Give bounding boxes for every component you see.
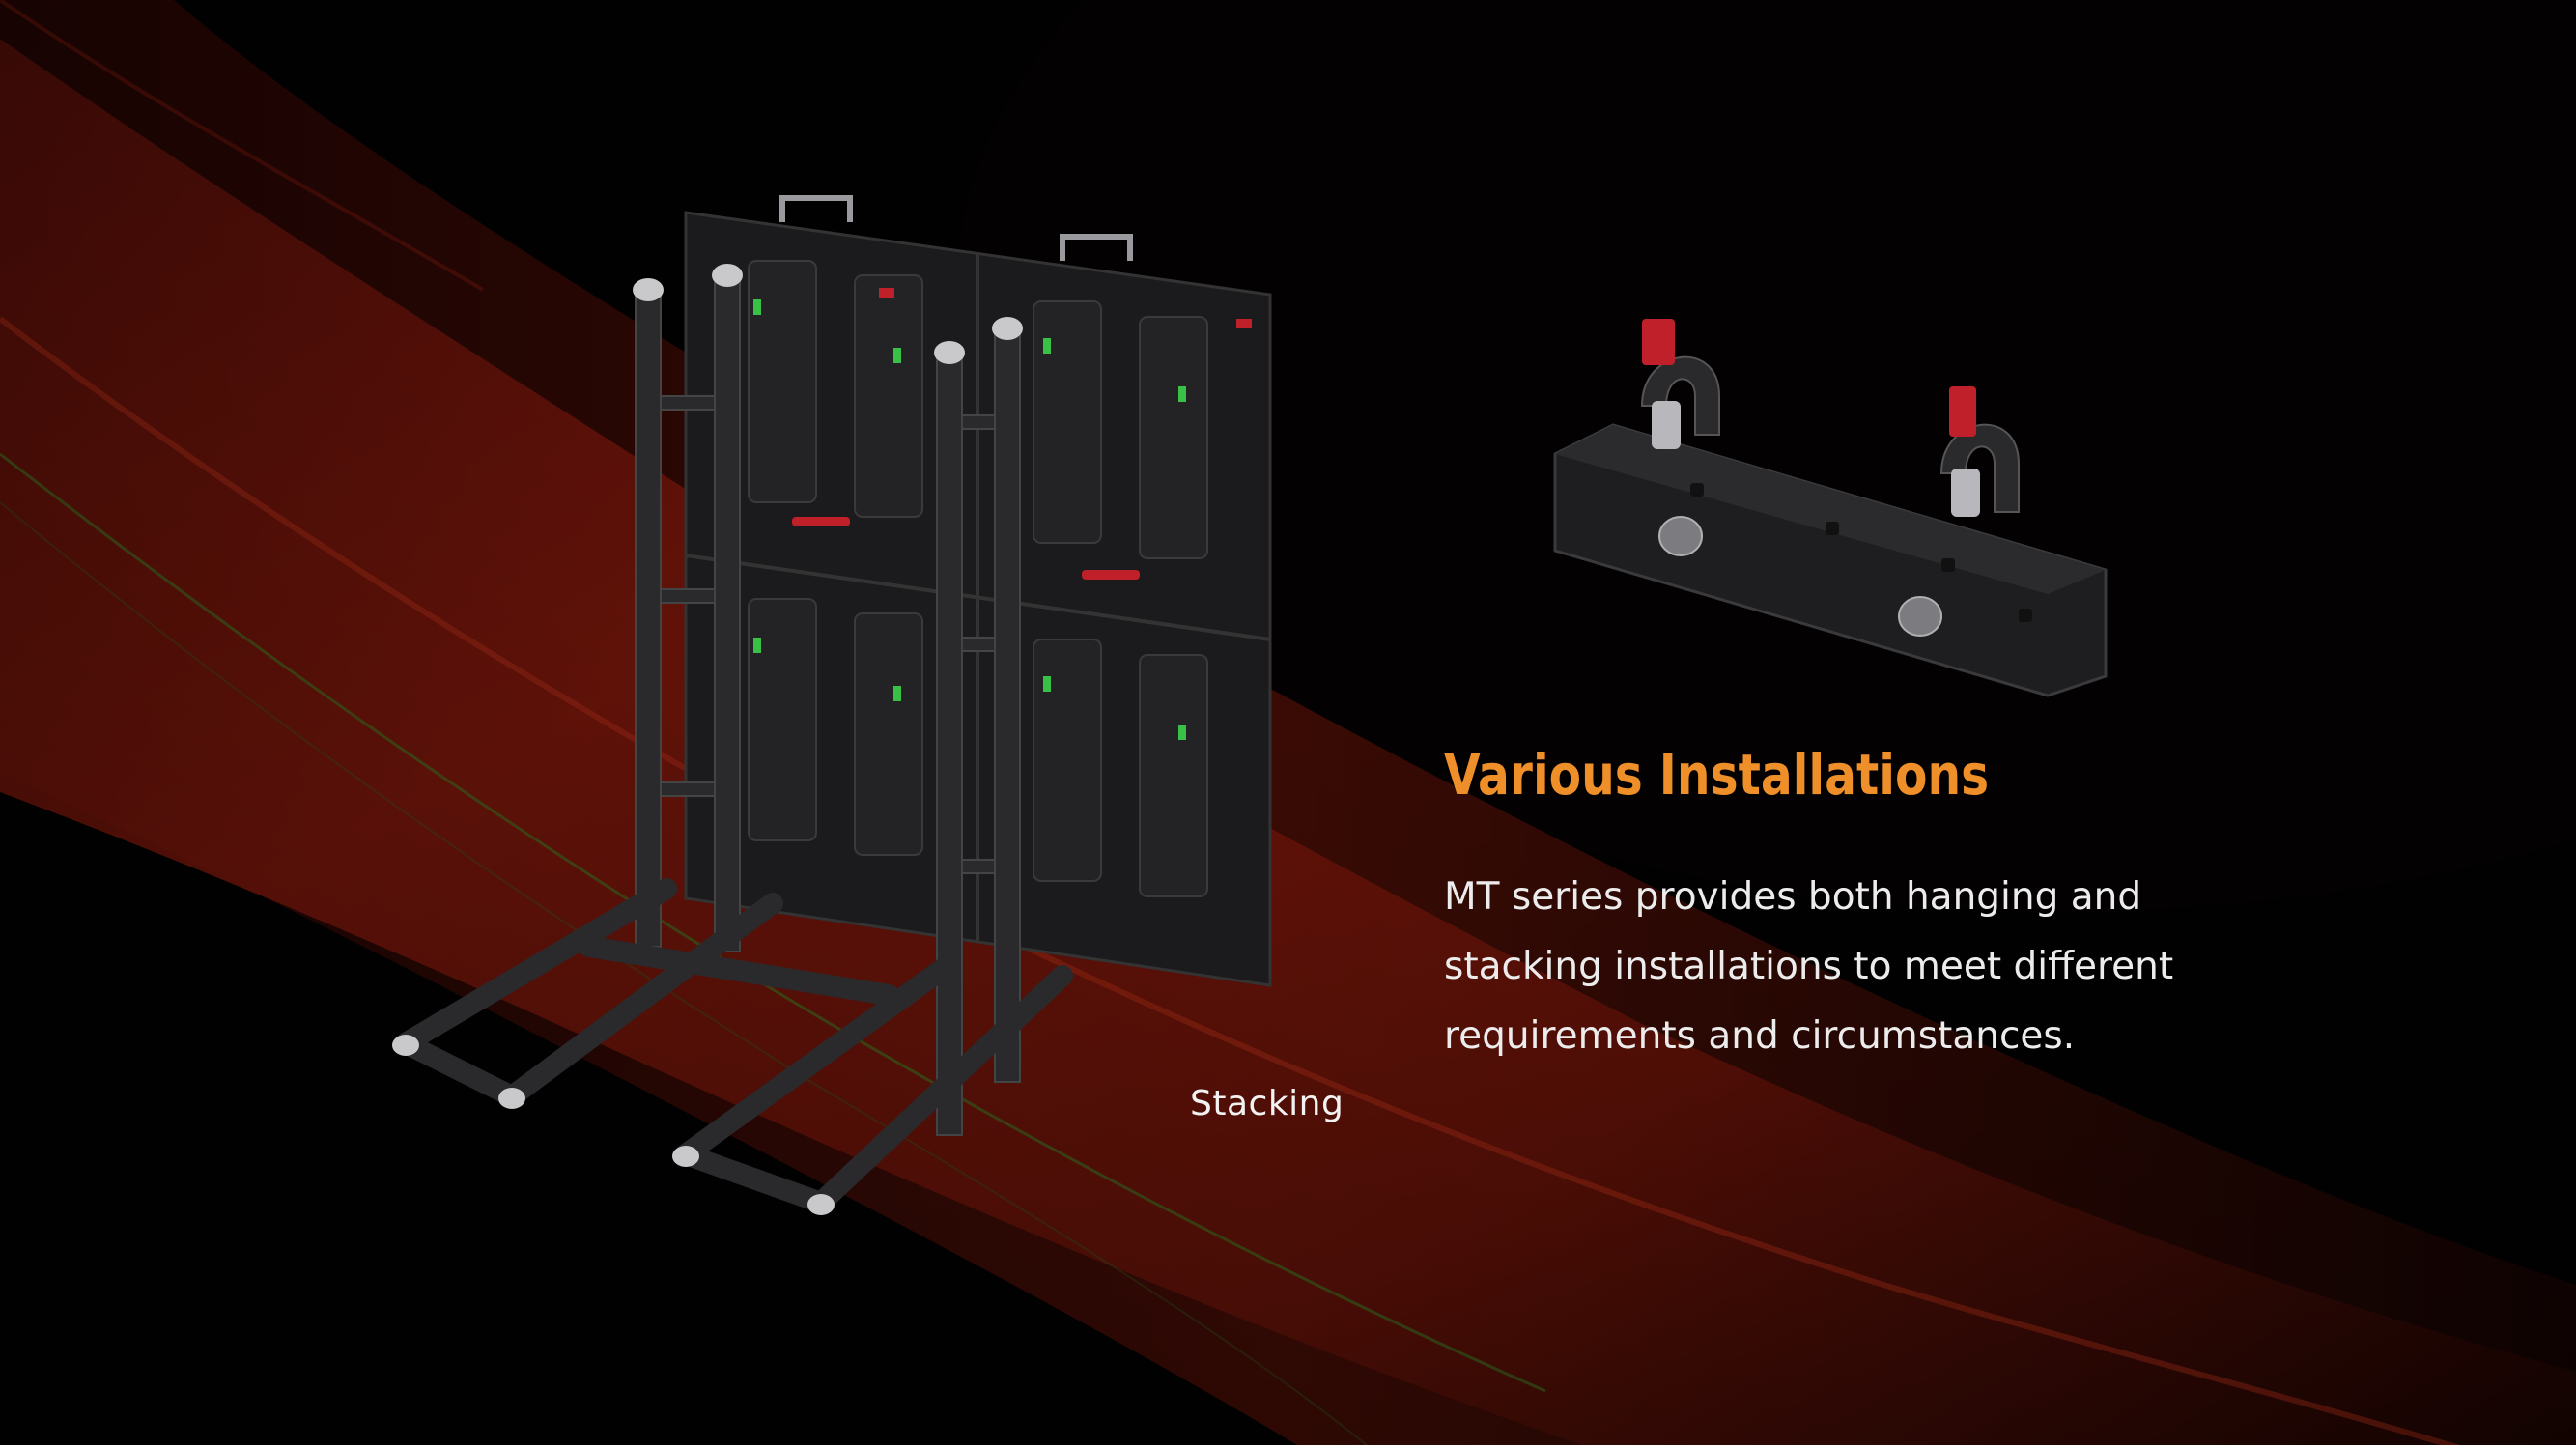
base-outriggers — [395, 878, 1073, 1213]
bottom-border — [0, 1445, 2576, 1449]
hanging-bar-image — [1553, 319, 2108, 697]
led-cabinet-wall — [684, 195, 1272, 987]
section-title: Various Installations — [1444, 742, 1990, 808]
section-description: MT series provides both hanging and stac… — [1444, 875, 2174, 1058]
stacking-caption: Stacking — [1190, 1084, 1345, 1123]
stacking-frame-image — [392, 195, 1272, 1215]
clamp-left — [1640, 319, 1720, 449]
clamp-right — [1939, 386, 2020, 517]
